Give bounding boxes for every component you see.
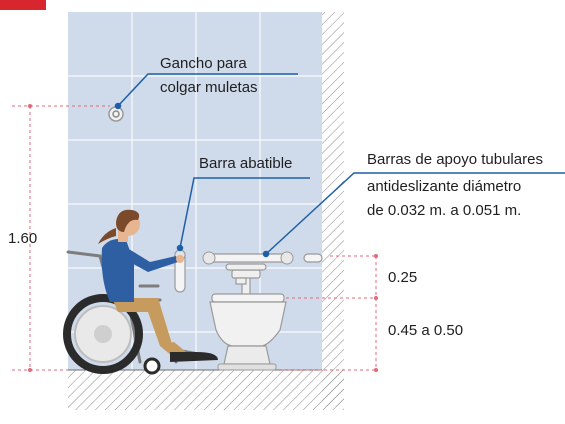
hook-label-line2: colgar muletas [160, 76, 258, 100]
grab-bars-label-line3: de 0.032 m. a 0.051 m. [367, 199, 521, 223]
brand-tab [0, 0, 46, 10]
crutch-hook-icon [109, 107, 123, 121]
total-height-label: 1.60 [8, 230, 37, 247]
folding-bar-label: Barra abatible [199, 152, 292, 176]
hook-label-line1: Gancho para [160, 52, 247, 76]
bar-height-label: 0.45 a 0.50 [388, 322, 463, 339]
grab-bars-label-line1: Barras de apoyo tubulares [367, 148, 565, 172]
floor-hatch [68, 370, 344, 410]
bar-offset-label: 0.25 [388, 269, 417, 286]
side-wall-hatch [322, 12, 344, 407]
grab-bars-label-line2: antideslizante diámetro [367, 175, 521, 199]
